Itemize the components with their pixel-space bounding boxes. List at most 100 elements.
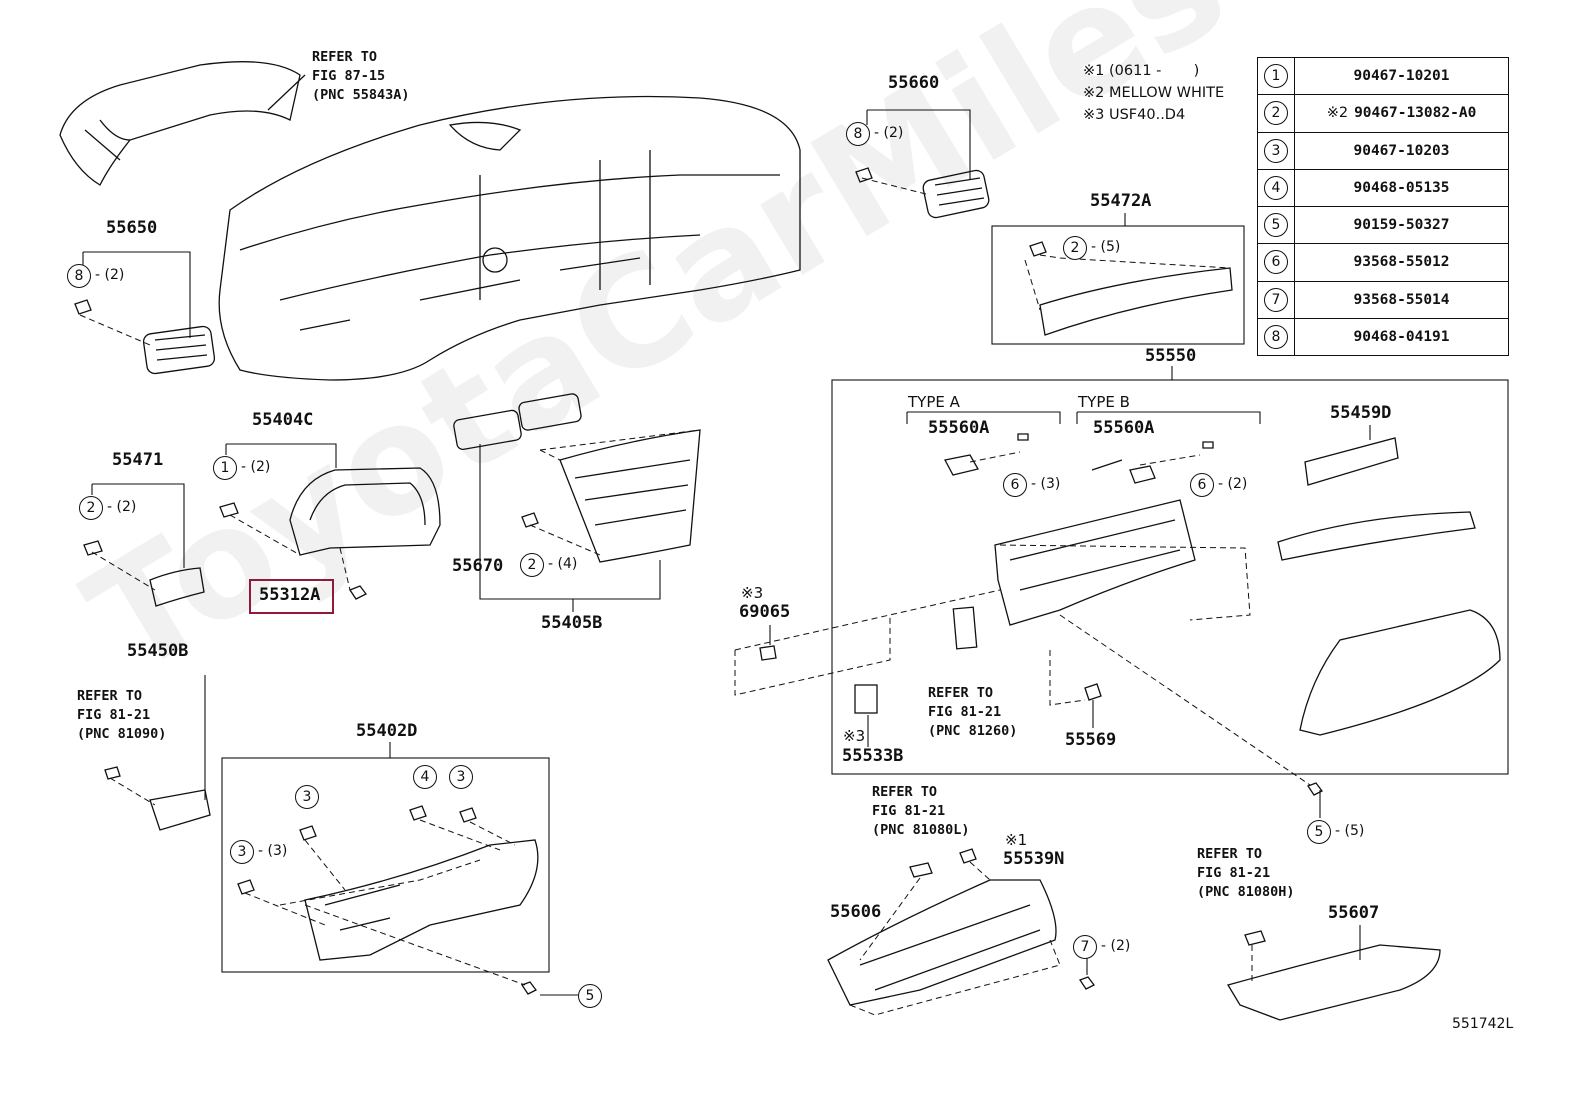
legend-part-cell[interactable]: ※2 90467-13082-A0 (1294, 94, 1509, 133)
callout-4-part-55402D[interactable]: 4 (413, 765, 437, 789)
legend-number-circle: 7 (1264, 287, 1288, 312)
legend-part-cell[interactable]: 90159-50327 (1294, 205, 1509, 245)
legend-part-number[interactable]: 93568-55014 (1353, 291, 1450, 308)
refer-to-fig-81-21-81080H[interactable]: REFER TO FIG 81-21 (PNC 81080H) (1197, 846, 1295, 900)
callout-3-part-55402D-b[interactable]: 3 (449, 765, 473, 789)
callout-6-type-a[interactable]: 6 (1003, 473, 1027, 497)
legend-row: 8 90468-04191 (1257, 317, 1509, 357)
note-marker-3-a: ※3 (741, 584, 764, 602)
legend-part-cell[interactable]: 90468-05135 (1294, 168, 1509, 208)
note-2: ※2 MELLOW WHITE (1083, 85, 1225, 101)
legend-part-number[interactable]: 90467-13082-A0 (1354, 105, 1477, 122)
callout-2-part-55471[interactable]: 2 (79, 496, 103, 520)
legend-number-circle: 1 (1264, 64, 1288, 89)
trim-55472A-shape (1039, 267, 1233, 336)
lower-panel-55607-shape (1227, 944, 1441, 1021)
note-marker-3-b: ※3 (843, 727, 866, 745)
callout-8-part-55650[interactable]: 8 (67, 264, 91, 288)
callout-2-part-55405B[interactable]: 2 (520, 553, 544, 577)
callout-6-type-b[interactable]: 6 (1190, 473, 1214, 497)
legend-number-circle: 2 (1264, 101, 1288, 126)
legend-part-cell[interactable]: 93568-55014 (1294, 280, 1509, 319)
callout-qty: - (2) (1101, 938, 1131, 954)
callout-qty: - (2) (95, 267, 125, 283)
legend-row: 1 90467-10201 (1257, 56, 1509, 96)
callout-qty: - (5) (1091, 239, 1121, 255)
legend-part-cell[interactable]: 90468-04191 (1294, 317, 1509, 357)
part-label-55471[interactable]: 55471 (112, 450, 164, 470)
refer-to-fig-81-21-81260[interactable]: REFER TO FIG 81-21 (PNC 81260) (928, 685, 1018, 739)
legend-part-cell[interactable]: 90467-10201 (1294, 56, 1509, 96)
legend-number-cell: 6 (1257, 243, 1295, 282)
legend-row: 7 93568-55014 (1257, 280, 1509, 319)
callout-5-glove-box[interactable]: 5 (1307, 820, 1331, 844)
lower-panel-55402D-shape (304, 839, 539, 961)
legend-part-cell[interactable]: 90467-10203 (1294, 131, 1509, 170)
legend-part-number[interactable]: 90159-50327 (1353, 217, 1450, 234)
lower-panel-55606-shape (827, 879, 1057, 1006)
part-label-55312A[interactable]: 55312A (259, 585, 321, 605)
part-label-55550[interactable]: 55550 (1145, 346, 1197, 366)
refer-to-fig-81-21-81080L[interactable]: REFER TO FIG 81-21 (PNC 81080L) (872, 784, 970, 838)
legend-row: 3 90467-10203 (1257, 131, 1509, 170)
glove-box-lid-shape (1299, 609, 1501, 736)
part-label-55459D[interactable]: 55459D (1330, 403, 1392, 423)
part-label-69065[interactable]: 69065 (739, 602, 791, 622)
note-1: ※1 (0611 - ) (1083, 63, 1200, 79)
legend-number-cell: 5 (1257, 205, 1295, 245)
legend-number-cell: 8 (1257, 317, 1295, 357)
legend-part-number[interactable]: 90467-10203 (1353, 142, 1450, 159)
legend-number-circle: 4 (1264, 175, 1288, 200)
note-3: ※3 USF40..D4 (1083, 107, 1186, 123)
part-label-55569[interactable]: 55569 (1065, 730, 1117, 750)
legend-number-cell: 3 (1257, 131, 1295, 170)
part-label-55560A-type-a[interactable]: 55560A (928, 418, 990, 438)
part-label-55650[interactable]: 55650 (106, 218, 158, 238)
part-label-55670[interactable]: 55670 (452, 556, 504, 576)
part-label-55533B[interactable]: 55533B (842, 746, 904, 766)
legend-row: 2 ※2 90467-13082-A0 (1257, 94, 1509, 133)
legend-number-circle: 6 (1264, 250, 1288, 275)
callout-5-part-55402D[interactable]: 5 (578, 984, 602, 1008)
legend-note-prefix: ※2 (1326, 105, 1349, 122)
legend-part-number[interactable]: 90468-04191 (1353, 328, 1450, 345)
part-label-55606[interactable]: 55606 (830, 902, 882, 922)
legend-row: 4 90468-05135 (1257, 168, 1509, 208)
center-panel-shape (559, 429, 701, 563)
strip-55459D-shape (1304, 437, 1399, 486)
part-label-55539N[interactable]: 55539N (1003, 849, 1065, 869)
callout-2-part-55472A[interactable]: 2 (1063, 236, 1087, 260)
refer-to-fig-87-15[interactable]: REFER TO FIG 87-15 (PNC 55843A) (312, 49, 410, 103)
callout-3-part-55402D-c[interactable]: 3 (230, 840, 254, 864)
callout-qty: - (2) (107, 499, 137, 515)
part-label-55660[interactable]: 55660 (888, 73, 940, 93)
refer-to-fig-81-21-81090[interactable]: REFER TO FIG 81-21 (PNC 81090) (77, 688, 167, 742)
callout-qty: - (3) (1031, 476, 1061, 492)
panel-55471-shape (149, 567, 205, 607)
legend-part-number[interactable]: 93568-55012 (1353, 254, 1450, 271)
callout-1-part-55404C[interactable]: 1 (213, 456, 237, 480)
part-label-55560A-type-b[interactable]: 55560A (1093, 418, 1155, 438)
callout-3-part-55402D[interactable]: 3 (295, 785, 319, 809)
legend-number-cell: 2 (1257, 94, 1295, 133)
legend-part-number[interactable]: 90467-10201 (1353, 68, 1450, 85)
part-label-55607[interactable]: 55607 (1328, 903, 1380, 923)
callout-7-part-55606[interactable]: 7 (1073, 935, 1097, 959)
legend-part-number[interactable]: 90468-05135 (1353, 179, 1450, 196)
callout-qty: - (4) (548, 556, 578, 572)
diagram-code: 551742L (1452, 1016, 1514, 1032)
part-label-55404C[interactable]: 55404C (252, 410, 314, 430)
callout-qty: - (2) (874, 125, 904, 141)
callout-8-part-55660[interactable]: 8 (846, 122, 870, 146)
part-label-55402D[interactable]: 55402D (356, 721, 418, 741)
part-label-55405B[interactable]: 55405B (541, 613, 603, 633)
legend-number-cell: 1 (1257, 56, 1295, 96)
dashboard-shape (218, 95, 801, 381)
legend-number-cell: 7 (1257, 280, 1295, 319)
legend-row: 6 93568-55012 (1257, 243, 1509, 282)
highlight-box-55312A (249, 579, 334, 614)
part-label-55472A[interactable]: 55472A (1090, 191, 1152, 211)
legend-part-cell[interactable]: 93568-55012 (1294, 243, 1509, 282)
part-label-55450B[interactable]: 55450B (127, 641, 189, 661)
type-a-label: TYPE A (908, 393, 960, 411)
